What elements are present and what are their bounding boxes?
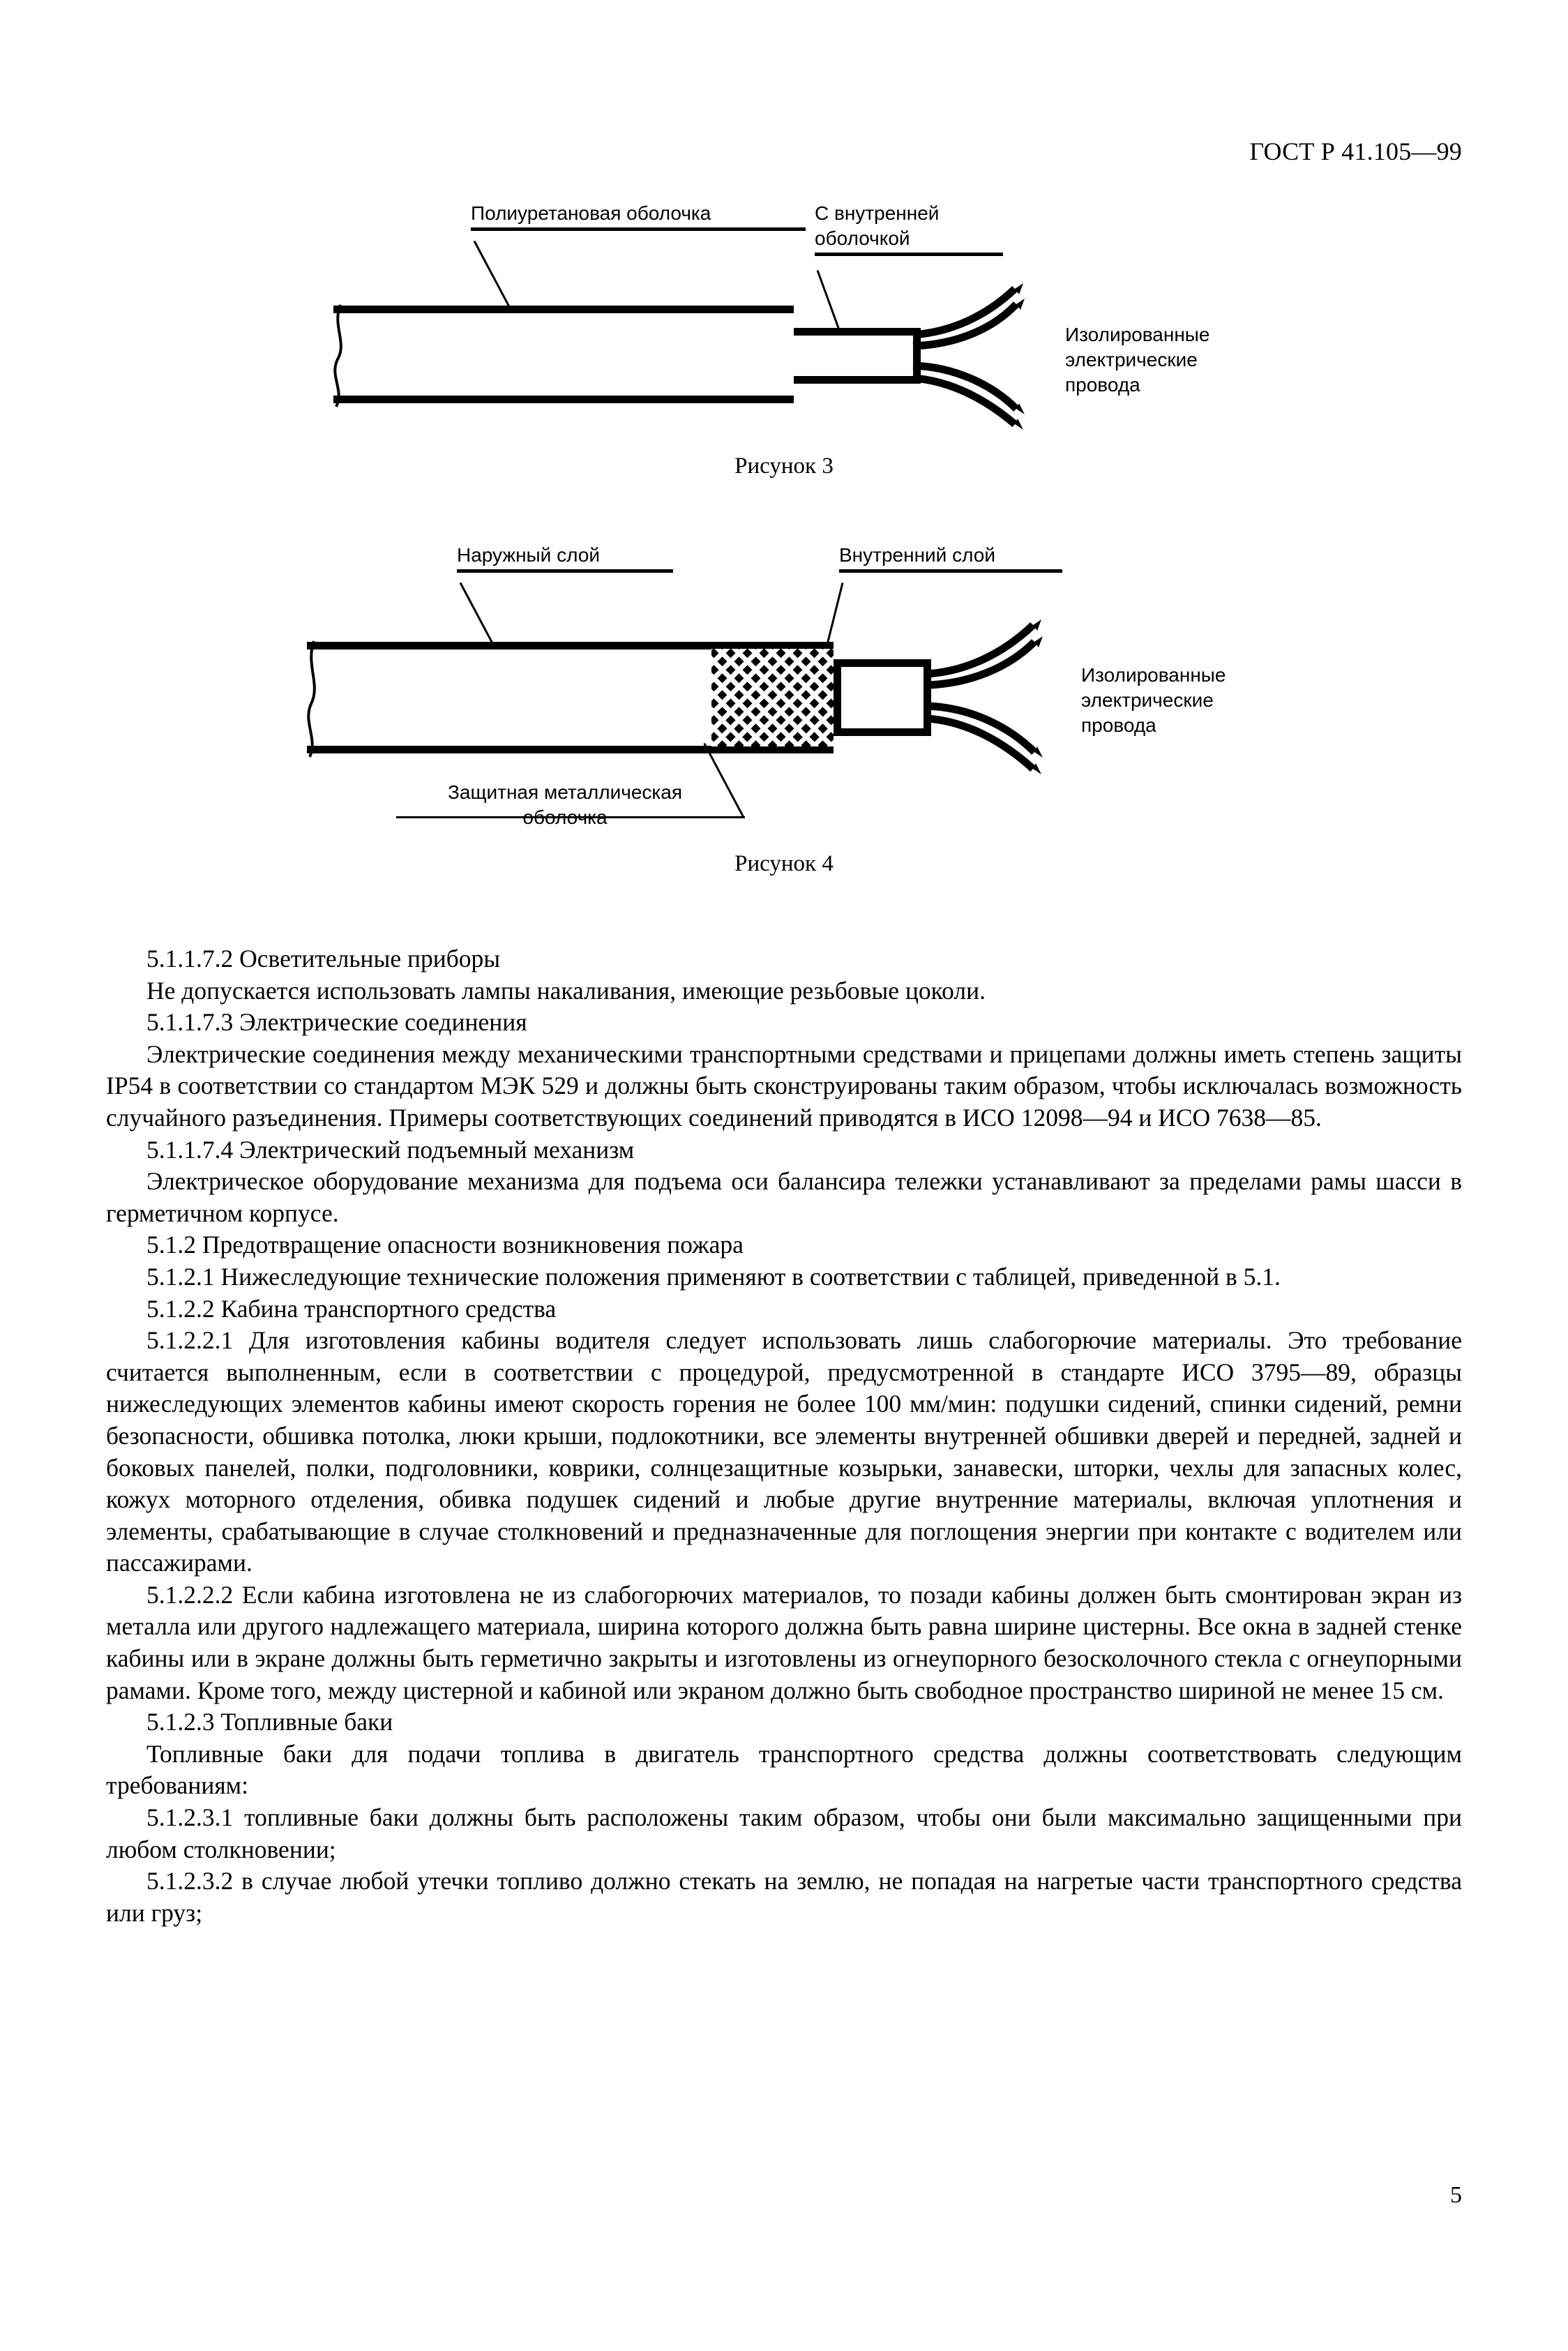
paragraph: 5.1.1.7.4 Электрический подъемный механи… xyxy=(146,1135,635,1164)
figure3-torn-edge xyxy=(333,304,342,407)
document-standard-number: ГОСТ Р 41.105—99 xyxy=(1249,137,1462,165)
paragraph: 5.1.2.2.2 Если кабина изготовлена не из … xyxy=(106,1580,1462,1704)
paragraph: Электрическое оборудование механизма для… xyxy=(106,1167,1462,1227)
paragraph: 5.1.2.1 Нижеследующие технические положе… xyxy=(146,1262,1281,1291)
page-number: 5 xyxy=(1450,2182,1462,2208)
figure3-caption: Рисунок 3 xyxy=(734,453,834,479)
figure3-label-wires: Изолированные электрические провода xyxy=(1065,324,1210,396)
figure4-outer-layer-body xyxy=(307,642,711,753)
figure-3: Полиуретановая оболочка С внутренней обо… xyxy=(0,195,1568,488)
figure4-label-wires: Изолированные электрические провода xyxy=(1081,664,1226,736)
paragraph: 5.1.2.3.2 в случае любой утечки топливо … xyxy=(106,1867,1462,1927)
body-text: 5.1.1.7.2 Осветительные приборы Не допус… xyxy=(106,943,1462,1929)
paragraph: 5.1.2.3.1 топливные баки должны быть рас… xyxy=(106,1803,1462,1863)
paragraph: Топливные баки для подачи топлива в двиг… xyxy=(106,1739,1462,1800)
figure3-inner-sheath-body xyxy=(794,328,921,384)
figure4-label-outer-layer: Наружный слой xyxy=(457,543,673,573)
figure4-metal-braid-shield xyxy=(711,642,834,753)
figure4-insulated-wires xyxy=(926,619,1043,774)
paragraph: 5.1.2 Предотвращение опасности возникнов… xyxy=(146,1231,744,1259)
paragraph: 5.1.2.2.1 Для изготовления кабины водите… xyxy=(106,1326,1462,1577)
figure4-label-inner-layer: Внутренний слой xyxy=(839,543,1062,573)
paragraph: 5.1.2.2 Кабина транспортного средства xyxy=(146,1294,557,1323)
paragraph: Электрические соединения между механичес… xyxy=(106,1039,1462,1132)
paragraph: 5.1.2.3 Топливные баки xyxy=(146,1708,393,1736)
figure-4: Наружный слой Внутренний слой xyxy=(0,537,1568,886)
figure4-label-metal-sheath: Защитная металлическая оболочка xyxy=(447,781,682,828)
figure4-inner-layer-body xyxy=(834,659,931,736)
figure3-outer-sheath-body xyxy=(333,306,794,403)
figure3-insulated-wires xyxy=(912,283,1025,430)
paragraph: 5.1.1.7.2 Осветительные приборы xyxy=(146,945,501,972)
figure4-torn-edge xyxy=(307,640,316,758)
figure3-label-inner-sheath: С внутренней оболочкой xyxy=(815,201,1003,256)
paragraph: 5.1.1.7.3 Электрические соединения xyxy=(146,1008,527,1037)
figure4-leader-metal-sheath xyxy=(396,816,745,818)
paragraph: Не допускается использовать лампы накали… xyxy=(146,976,986,1005)
figure4-caption: Рисунок 4 xyxy=(734,851,834,876)
figure3-label-outer-sheath: Полиуретановая оболочка xyxy=(471,201,806,231)
